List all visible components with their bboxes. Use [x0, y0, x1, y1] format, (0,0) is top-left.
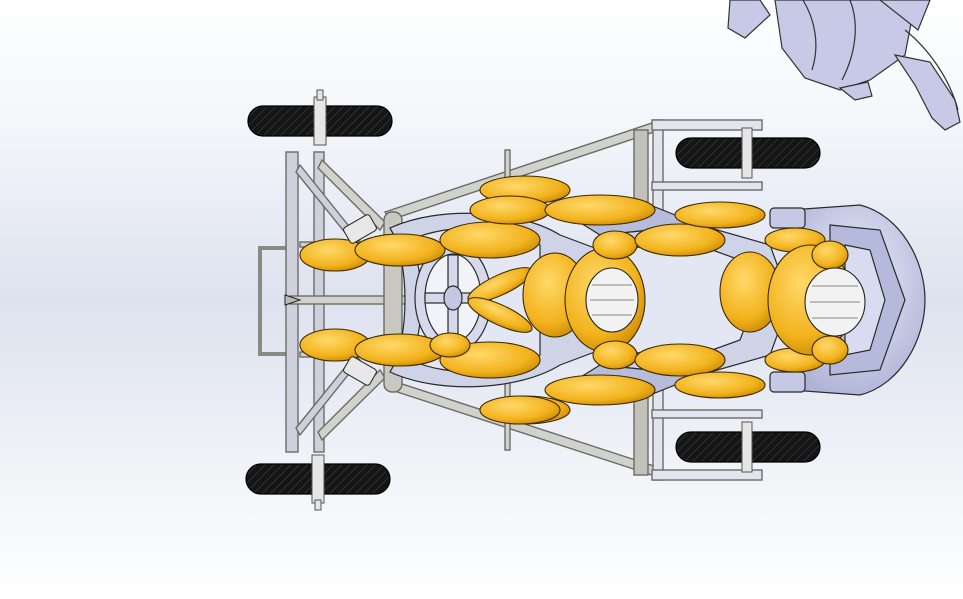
front-springs — [284, 214, 377, 386]
passenger-helmet — [804, 267, 866, 337]
front-right-wheel — [245, 454, 391, 511]
front-left-wheel — [247, 89, 393, 146]
standing-figure — [727, 0, 961, 131]
driver-helmet — [585, 267, 639, 333]
passenger-mannequin — [469, 194, 853, 425]
rear-left-wheel — [675, 127, 821, 179]
rear-right-wheel — [675, 421, 821, 473]
